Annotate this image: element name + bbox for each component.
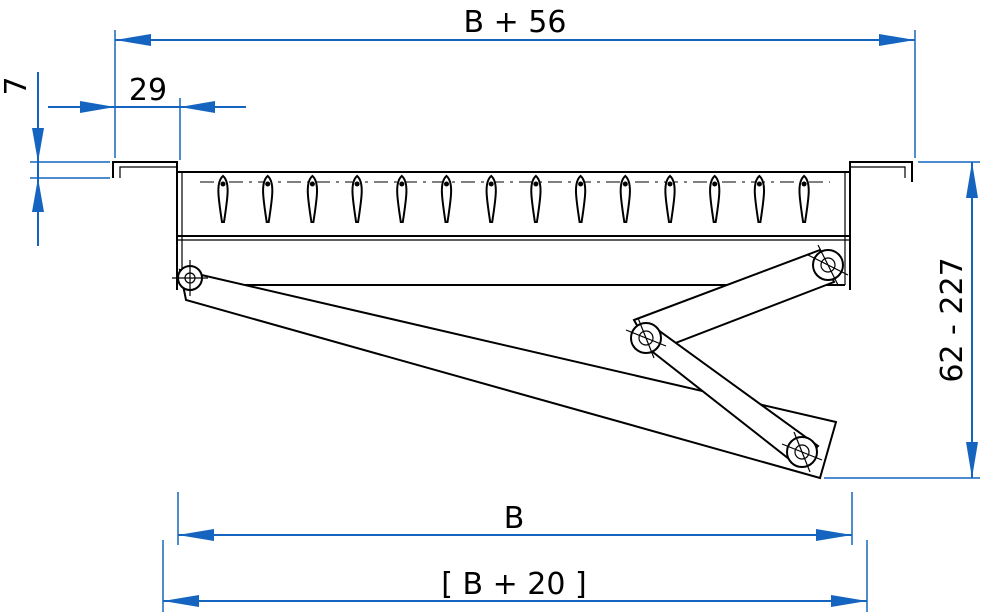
louvre-blade — [753, 174, 766, 223]
louvre-blade — [530, 174, 542, 223]
louvre-blade-pivot — [756, 181, 762, 187]
louvre-blade-row — [200, 174, 830, 223]
louvre-blade — [396, 174, 408, 223]
dimension-frame-thickness: 7 — [0, 72, 110, 246]
dim-label-overall-width: B + 56 — [464, 5, 567, 40]
louvre-blade-pivot — [309, 181, 315, 187]
louvre-blade — [798, 174, 810, 223]
louvre-blade-pivot — [578, 181, 584, 187]
louvre-blade — [217, 174, 229, 223]
louvre-blade-pivot — [399, 181, 405, 187]
linkage — [172, 244, 849, 480]
louvre-blade-pivot — [444, 181, 449, 187]
louvre-blade — [351, 174, 363, 223]
dimension-inner-width: B — [177, 492, 853, 545]
louvre-blade — [709, 174, 721, 223]
dim-label-frame-offset: 29 — [129, 73, 167, 108]
dim-label-inner-width: B — [504, 501, 525, 536]
louvre-blade — [306, 174, 319, 223]
louvre-blade — [619, 174, 631, 223]
dim-label-frame-thickness: 7 — [0, 76, 34, 95]
dimension-outer-width: [ B + 20 ] — [162, 540, 868, 612]
dimension-opening-height: 62 - 227 — [824, 161, 980, 479]
louvre-blade — [574, 174, 587, 223]
louvre-blade-pivot — [667, 181, 673, 187]
louvre-blade-pivot — [220, 181, 226, 187]
louvre-blade — [440, 174, 453, 223]
dimension-overall-width: B + 56 — [114, 5, 916, 158]
louvre-blade-pivot — [622, 181, 628, 187]
louvre-blade-pivot — [265, 181, 271, 187]
dim-label-outer-width: [ B + 20 ] — [441, 567, 586, 602]
louvre-blade-pivot — [712, 181, 718, 187]
louvre-blade — [485, 174, 497, 223]
louvre-blade-pivot — [533, 181, 539, 187]
louvre-blade-pivot — [488, 181, 494, 187]
dimension-frame-offset: 29 — [48, 73, 246, 160]
louvre-blade — [262, 174, 274, 223]
louvre-blade — [664, 174, 676, 223]
dim-label-opening-height: 62 - 227 — [935, 257, 970, 382]
louvre-blade-pivot — [354, 181, 360, 187]
louvre-blade-pivot — [801, 181, 807, 187]
